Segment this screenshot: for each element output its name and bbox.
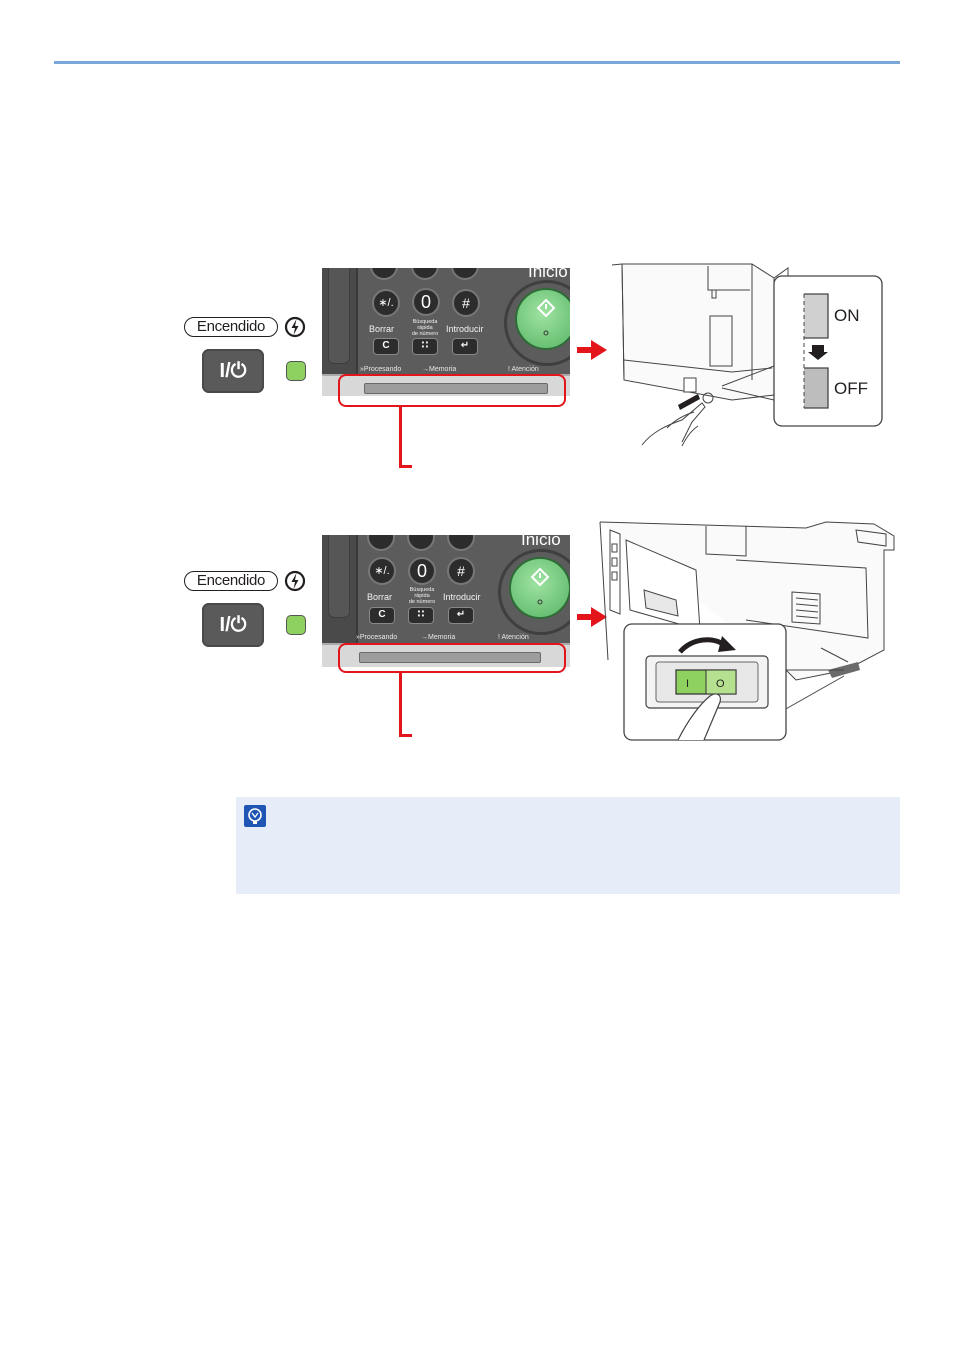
status-processing: »Procesando — [356, 634, 398, 641]
power-button[interactable]: I/⏻ — [202, 603, 264, 647]
status-memory: →Memoria — [421, 634, 456, 641]
power-indicator-led — [286, 361, 306, 381]
borrar-label: Borrar — [367, 592, 393, 602]
rocker-on-mark: I — [686, 678, 689, 690]
key-top-1 — [370, 268, 398, 280]
start-key[interactable] — [515, 288, 570, 350]
status-processing: »Procesando — [360, 366, 402, 373]
status-attention: ! Atención — [498, 634, 529, 641]
start-diamond-icon — [530, 567, 550, 605]
message-display-slot — [359, 652, 541, 663]
power-label: Encendido — [184, 317, 278, 337]
callout-line-horizontal-2 — [399, 734, 412, 737]
power-icon — [284, 570, 306, 592]
key-star[interactable]: ∗/. — [372, 289, 400, 317]
key-top-1 — [367, 535, 395, 551]
introducir-label: Introducir — [446, 324, 484, 334]
highlight-frame-2 — [338, 643, 566, 673]
key-zero[interactable]: 0 — [412, 288, 440, 316]
key-top-2 — [407, 535, 435, 551]
switch-on-label: ON — [834, 306, 860, 325]
key-star[interactable]: ∗/. — [368, 557, 396, 585]
key-top-2 — [411, 268, 439, 280]
key-zero[interactable]: 0 — [408, 557, 436, 585]
quick-number-search-key[interactable]: ∷ — [412, 338, 438, 355]
key-top-3 — [451, 268, 479, 280]
callout-line-horizontal-1 — [399, 465, 412, 468]
main-power-switch-illustration-2: I O — [599, 521, 895, 741]
top-rule — [54, 61, 900, 64]
callout-line-vertical-2 — [399, 672, 402, 737]
start-key-ring — [504, 280, 570, 366]
hint-icon — [244, 805, 266, 827]
start-key[interactable] — [509, 557, 570, 619]
introducir-label: Introducir — [443, 592, 481, 602]
status-attention: ! Atención — [508, 366, 539, 373]
key-top-3 — [447, 535, 475, 551]
red-arrow-right-icon — [577, 607, 607, 627]
red-arrow-right-icon — [577, 340, 607, 360]
start-diamond-icon — [536, 298, 556, 336]
power-label: Encendido — [184, 571, 278, 591]
status-memory: →Memoria — [422, 366, 457, 373]
note-box — [236, 797, 900, 894]
highlight-frame-1 — [338, 374, 566, 407]
inicio-label: Inicio — [528, 268, 568, 281]
power-indicator-led — [286, 615, 306, 635]
rotate-arrow-icon — [718, 636, 736, 652]
start-key-ring — [498, 549, 570, 635]
borrar-key[interactable]: C — [369, 607, 395, 624]
key-hash[interactable]: # — [447, 557, 475, 585]
message-display-slot — [364, 383, 548, 394]
callout-line-vertical-1 — [399, 406, 402, 468]
switch-off-label: OFF — [834, 379, 868, 398]
introducir-key[interactable]: ↵ — [448, 607, 474, 624]
down-arrow-icon — [808, 345, 828, 360]
borrar-key[interactable]: C — [373, 338, 399, 355]
key-hash[interactable]: # — [452, 289, 480, 317]
quick-number-search-key[interactable]: ∷ — [408, 607, 434, 624]
rocker-off-mark: O — [716, 678, 725, 690]
main-power-switch-illustration-1: ON OFF — [612, 263, 883, 447]
borrar-label: Borrar — [369, 324, 395, 334]
power-button[interactable]: I/⏻ — [202, 349, 264, 393]
power-icon — [284, 316, 306, 338]
inicio-label: Inicio — [521, 535, 561, 549]
introducir-key[interactable]: ↵ — [452, 338, 478, 355]
